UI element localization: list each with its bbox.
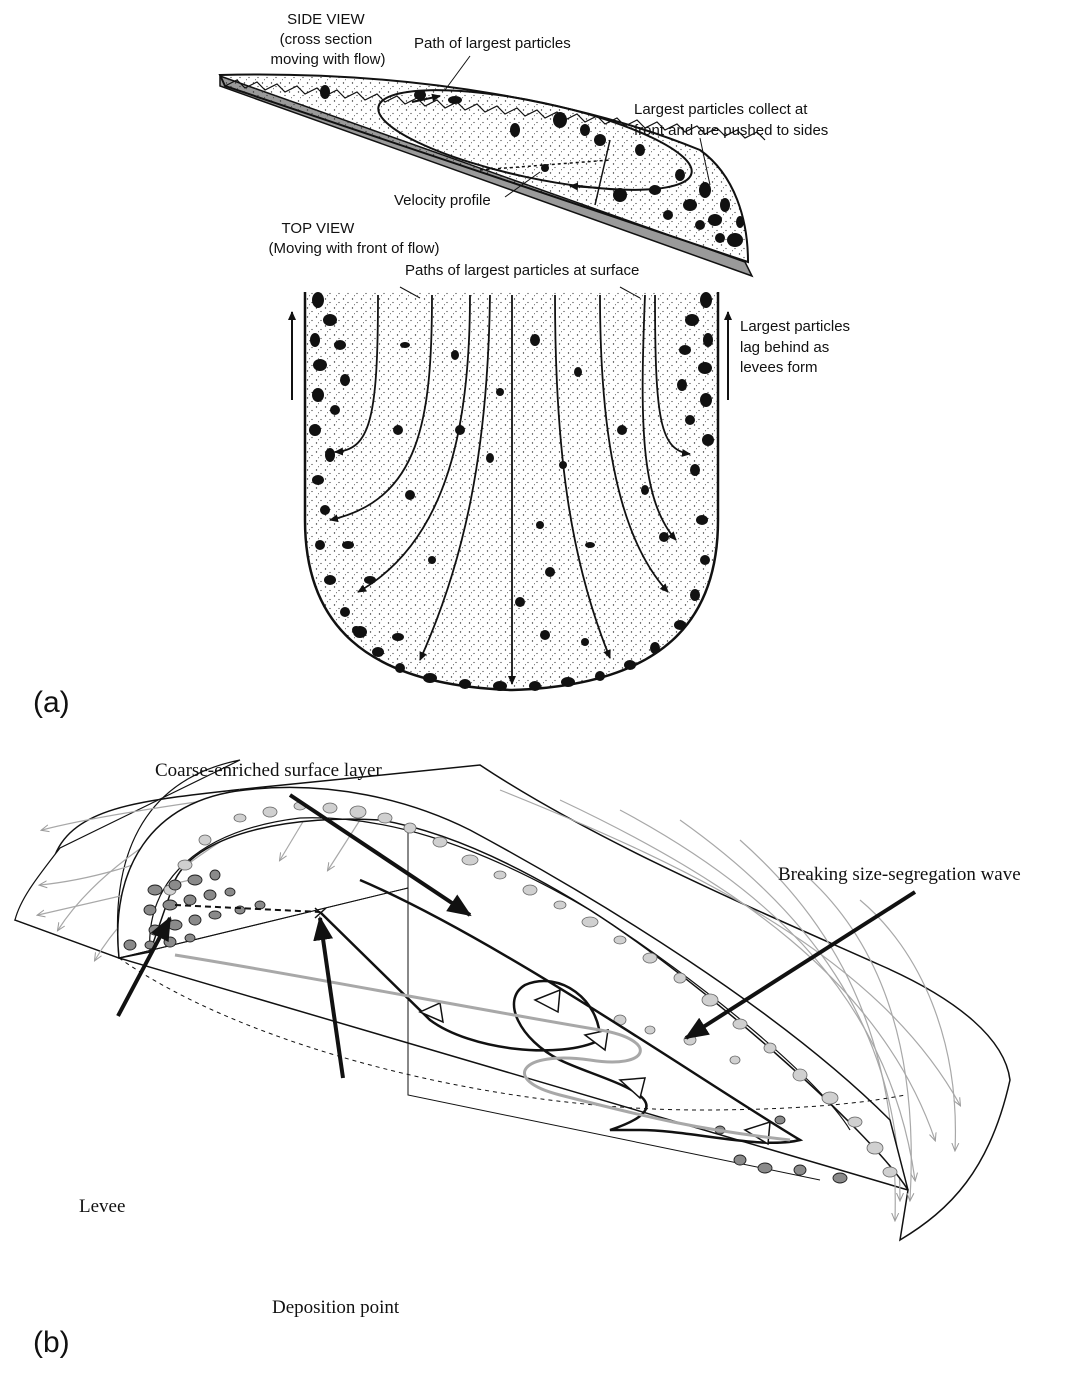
side-view-label: SIDE VIEW (cross section moving with flo…	[270, 11, 385, 68]
leader-path-largest	[445, 56, 470, 90]
velocity-profile-label: Velocity profile	[394, 192, 491, 209]
lag-behind-label: Largest particles lag behind as levees f…	[740, 318, 854, 376]
path-largest-label: Path of largest particles	[414, 35, 571, 52]
panel-b-letter: (b)	[33, 1326, 70, 1359]
panel-a-letter: (a)	[33, 686, 70, 719]
collect-front-label: Largest particles collect at front and a…	[634, 101, 828, 139]
paths-surface-label: Paths of largest particles at surface	[405, 262, 639, 279]
levee-label: Levee	[79, 1196, 125, 1217]
top-view-diagram	[292, 292, 728, 691]
deposition-label: Deposition point	[272, 1297, 400, 1318]
top-view-label: TOP VIEW (Moving with front of flow)	[269, 220, 440, 257]
flow-3d-diagram	[15, 760, 1010, 1240]
breaking-wave-label: Breaking size-segregation wave	[778, 864, 1021, 885]
coarse-layer-label: Coarse-enriched surface layer	[155, 760, 382, 781]
